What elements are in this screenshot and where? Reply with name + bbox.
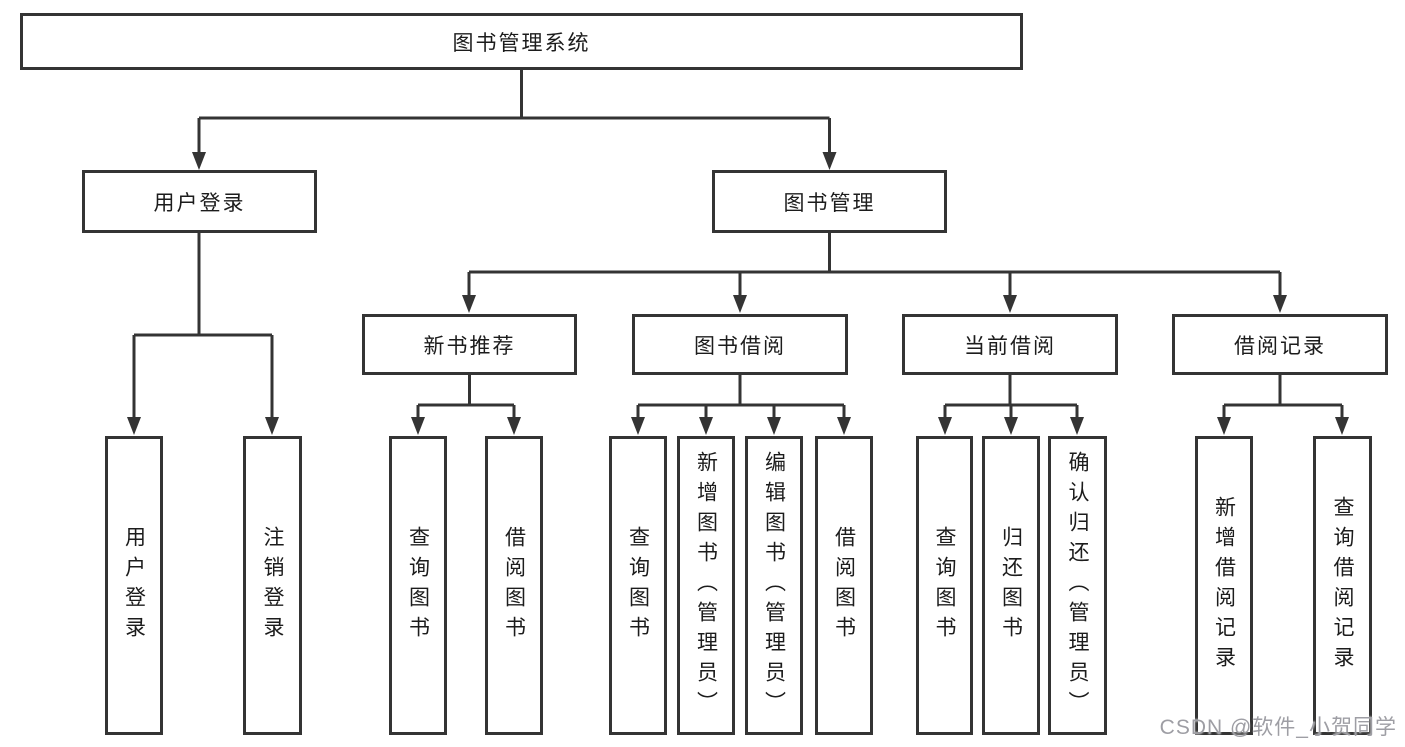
leaf-label: 查询图书 <box>406 525 430 646</box>
leaf-label: 借阅图书 <box>832 525 856 646</box>
leaf-edit-books-admin: 编辑图书（管理员） <box>745 436 803 735</box>
leaf-label: 归还图书 <box>999 525 1023 646</box>
node-book-borrowing: 图书借阅 <box>632 314 848 375</box>
leaf-label: 查询借阅记录 <box>1331 495 1354 676</box>
leaf-query-books-current: 查询图书 <box>916 436 973 735</box>
leaf-borrow-books: 借阅图书 <box>815 436 873 735</box>
leaf-label: 新增图书（管理员） <box>694 450 718 721</box>
leaf-add-borrow-record: 新增借阅记录 <box>1195 436 1253 735</box>
leaf-borrow-books-recommend: 借阅图书 <box>485 436 543 735</box>
csdn-watermark: CSDN @软件_小贺同学 <box>1159 716 1397 739</box>
leaf-query-borrow-record: 查询借阅记录 <box>1313 436 1372 735</box>
leaf-label: 编辑图书（管理员） <box>762 450 786 721</box>
leaf-query-books-borrowing: 查询图书 <box>609 436 667 735</box>
node-user-login: 用户登录 <box>82 170 317 233</box>
leaf-label: 用户登录 <box>122 525 146 646</box>
node-new-book-recommend: 新书推荐 <box>362 314 577 375</box>
leaf-label: 确认归还（管理员） <box>1066 450 1089 721</box>
node-borrow-records: 借阅记录 <box>1172 314 1388 375</box>
leaf-logout: 注销登录 <box>243 436 302 735</box>
leaf-confirm-return-admin: 确认归还（管理员） <box>1048 436 1107 735</box>
leaf-add-books-admin: 新增图书（管理员） <box>677 436 735 735</box>
tree-edges <box>132 70 1344 418</box>
leaf-label: 查询图书 <box>933 525 956 646</box>
leaf-user-login: 用户登录 <box>105 436 163 735</box>
arrowheads <box>127 152 1349 435</box>
leaf-query-books-recommend: 查询图书 <box>389 436 447 735</box>
leaf-label: 查询图书 <box>626 525 650 646</box>
node-root-library-management-system: 图书管理系统 <box>20 13 1023 70</box>
leaf-label: 注销登录 <box>261 525 284 646</box>
leaf-label: 新增借阅记录 <box>1212 495 1236 676</box>
node-book-management: 图书管理 <box>712 170 947 233</box>
leaf-return-books: 归还图书 <box>982 436 1040 735</box>
leaf-label: 借阅图书 <box>502 525 526 646</box>
node-current-borrowing: 当前借阅 <box>902 314 1118 375</box>
